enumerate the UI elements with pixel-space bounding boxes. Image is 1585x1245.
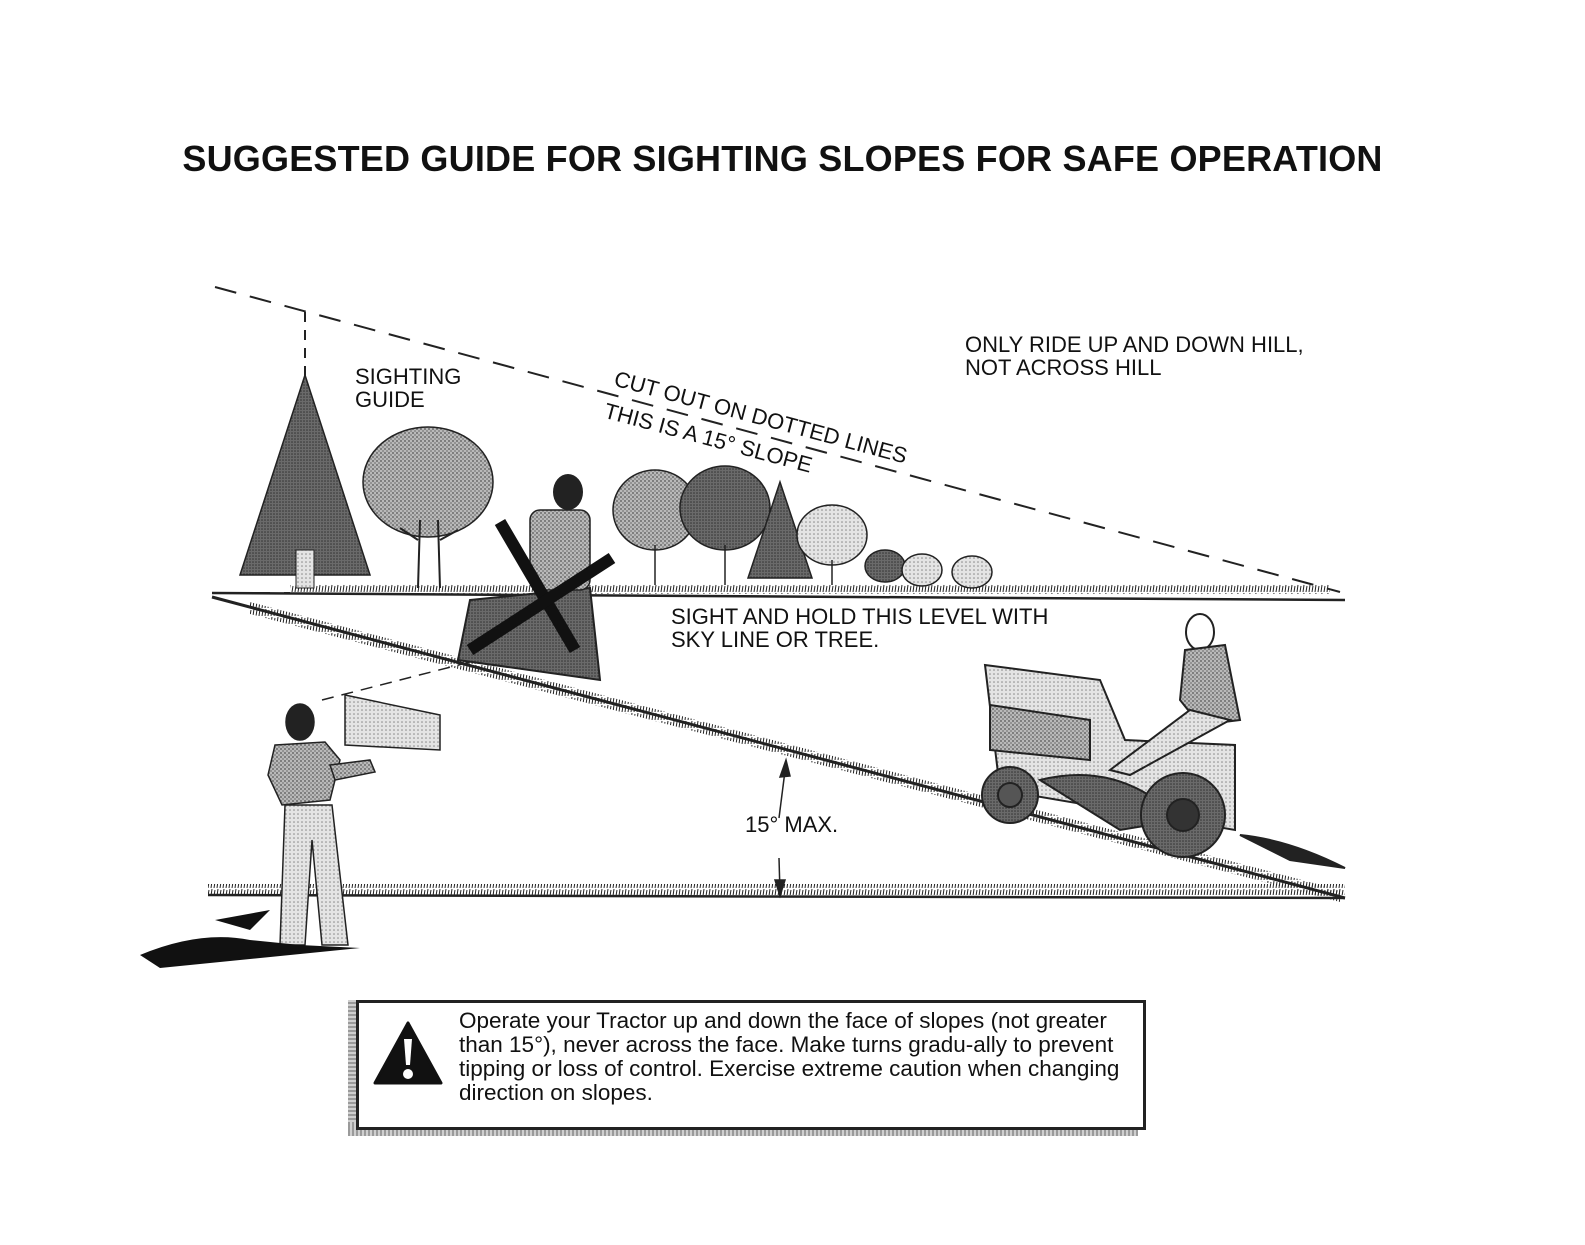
evergreen-tree bbox=[238, 372, 372, 589]
tractor-up-hill bbox=[981, 613, 1346, 869]
page-title: SUGGESTED GUIDE FOR SIGHTING SLOPES FOR … bbox=[182, 138, 1383, 179]
only-ride-label: ONLY RIDE UP AND DOWN HILL, NOT ACROSS H… bbox=[965, 332, 1304, 380]
person-with-sighting-guide bbox=[140, 694, 441, 968]
prohibited-x-mark bbox=[466, 518, 616, 656]
sight-hold-label: SIGHT AND HOLD THIS LEVEL WITH SKY LINE … bbox=[671, 604, 1049, 652]
warning-triangle-icon bbox=[373, 1021, 443, 1085]
round-tree bbox=[362, 426, 494, 589]
flat-ground bbox=[207, 884, 1346, 900]
tree-row bbox=[612, 465, 993, 589]
skyline-ground bbox=[211, 584, 1346, 602]
sighting-guide-label: SIGHTING GUIDE bbox=[355, 364, 462, 412]
warning-text: Operate your Tractor up and down the fac… bbox=[459, 1008, 1120, 1105]
warning-box: Operate your Tractor up and down the fac… bbox=[356, 1000, 1146, 1130]
max-angle-label: 15° MAX. bbox=[745, 812, 839, 837]
warning-box-shadow-left bbox=[348, 1000, 356, 1136]
angle-indicator bbox=[773, 757, 791, 899]
tractor-across-hill bbox=[456, 474, 602, 682]
